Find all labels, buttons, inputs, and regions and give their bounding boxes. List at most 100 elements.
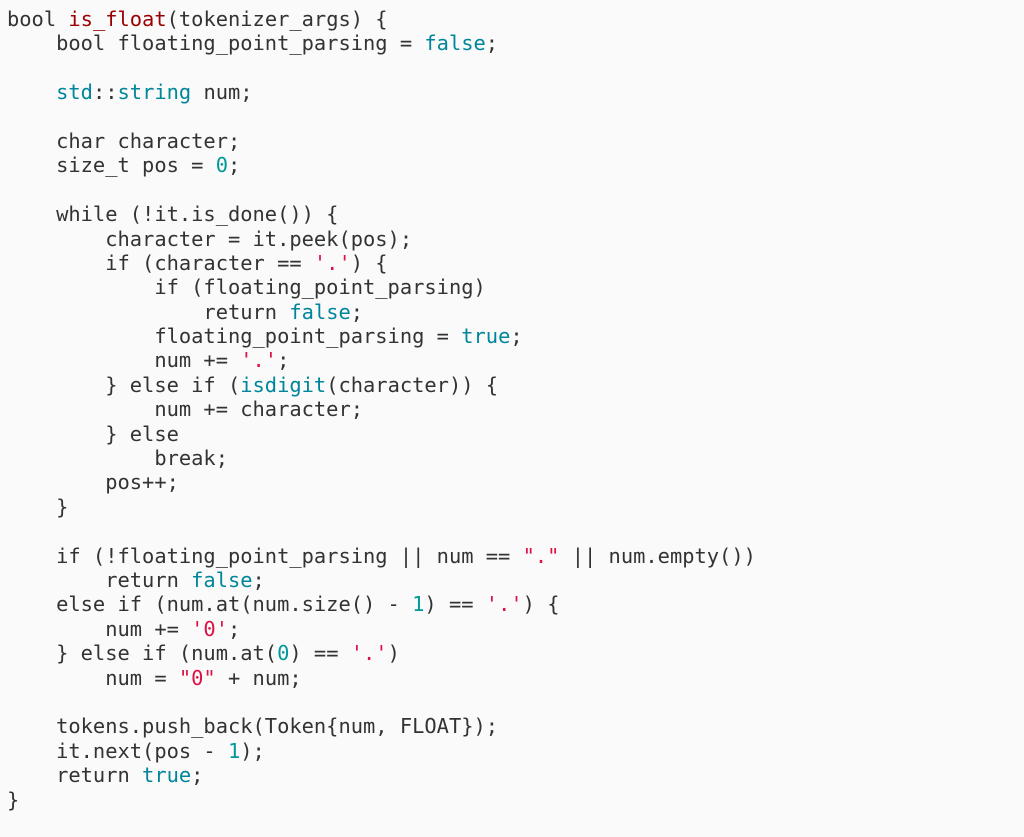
code-text-token: } else if ( [7, 372, 241, 397]
code-line: if (character == '.') { [7, 251, 756, 275]
keyword-token: false [191, 567, 253, 592]
code-line: char character; [7, 129, 756, 153]
number-literal-token: 1 [227, 738, 241, 763]
code-text-token: num = [7, 665, 179, 690]
code-line: tokens.push_back(Token{num, FLOAT}); [7, 714, 756, 738]
code-line: return false; [7, 568, 756, 592]
code-text-token: return [7, 567, 192, 592]
keyword-token: isdigit [240, 372, 327, 397]
code-line: floating_point_parsing = true; [7, 324, 756, 348]
code-line: if (floating_point_parsing) [7, 275, 756, 299]
code-text-token: :: [92, 80, 118, 105]
code-line [7, 105, 756, 129]
code-line: std::string num; [7, 80, 756, 104]
code-line [7, 56, 756, 80]
function-name-token: is_float [68, 7, 167, 31]
code-text-token: ) { [522, 592, 560, 617]
number-literal-token: 1 [412, 592, 425, 617]
code-line: num = "0" + num; [7, 666, 756, 690]
code-line: num += '.'; [7, 348, 756, 372]
code-text-token: return [7, 299, 290, 324]
code-text-token: } else if (num.at( [7, 641, 278, 666]
code-line: } [7, 788, 756, 812]
code-text-token: ) == [289, 641, 351, 666]
code-text-token: num += [7, 616, 192, 641]
keyword-token: std [56, 80, 93, 105]
code-text-token: num += character; [7, 397, 364, 422]
code-text-token: size_t pos = [7, 153, 216, 178]
code-text-token: ; [277, 348, 290, 373]
code-text-token: char character; [7, 128, 241, 153]
keyword-token: string [117, 80, 192, 105]
code-line: } [7, 495, 756, 519]
code-text-token: ; [228, 616, 241, 641]
code-line [7, 690, 756, 714]
string-literal-token: "." [522, 543, 560, 568]
code-text-token: (tokenizer_args) { [166, 7, 388, 31]
code-line: num += '0'; [7, 617, 756, 641]
code-text-token [7, 80, 56, 104]
code-text-token: bool [7, 7, 69, 31]
code-text-token: it.next(pos - [7, 738, 228, 763]
code-text-token: || num.empty()) [559, 543, 756, 568]
code-text-token: floating_point_parsing = [7, 324, 462, 349]
code-line: character = it.peek(pos); [7, 227, 756, 251]
code-text-token: num; [191, 80, 253, 105]
code-text-token: ; [485, 31, 499, 56]
string-literal-token: '0' [191, 616, 228, 641]
code-text-token: ; [227, 153, 241, 178]
code-line: while (!it.is_done()) { [7, 202, 756, 226]
code-text-token: ; [350, 299, 364, 324]
code-text-token: ) == [424, 592, 486, 617]
code-text-token: tokens.push_back(Token{num, FLOAT}); [7, 714, 499, 739]
code-line: break; [7, 446, 756, 470]
code-text-token: break; [7, 446, 228, 471]
code-text-token: ); [240, 738, 265, 763]
number-literal-token: 0 [277, 641, 290, 666]
code-line: bool floating_point_parsing = false; [7, 31, 756, 55]
code-line: return true; [7, 763, 756, 787]
code-text-token: } else [7, 421, 179, 446]
code-line: num += character; [7, 397, 756, 421]
code-text-token: return [7, 763, 143, 788]
code-line: if (!floating_point_parsing || num == ".… [7, 544, 756, 568]
code-text-token: ; [252, 567, 265, 592]
code-text-token: if (character == [7, 250, 314, 275]
code-line: } else [7, 422, 756, 446]
keyword-token: true [461, 324, 511, 349]
code-line: } else if (num.at(0) == '.') [7, 641, 756, 665]
code-text-token: num += [7, 348, 241, 373]
code-text-token: ; [510, 324, 523, 349]
code-text-token: ) { [350, 250, 388, 275]
string-literal-token: '.' [350, 641, 388, 666]
keyword-token: false [424, 31, 486, 56]
code-text-token: else if (num.at(num.size() - [7, 592, 413, 617]
string-literal-token: "0" [178, 665, 216, 690]
code-text-token: } [7, 787, 20, 812]
code-text-token: + num; [215, 665, 302, 690]
code-line: return false; [7, 300, 756, 324]
code-line: bool is_float(tokenizer_args) { [7, 7, 756, 31]
code-text-token: ; [191, 763, 204, 788]
code-text-token: while (!it.is_done()) { [7, 202, 339, 227]
code-line [7, 519, 756, 543]
code-text-token: if (!floating_point_parsing || num == [7, 543, 523, 568]
code-line: pos++; [7, 470, 756, 494]
code-text-token: pos++; [7, 470, 179, 495]
number-literal-token: 0 [215, 153, 228, 178]
string-literal-token: '.' [485, 592, 523, 617]
code-text-token: if (floating_point_parsing) [7, 275, 486, 300]
code-line: size_t pos = 0; [7, 153, 756, 177]
keyword-token: false [289, 299, 351, 324]
code-text-token: } [7, 494, 69, 519]
code-block: bool is_float(tokenizer_args) { bool flo… [7, 7, 756, 812]
code-text-token: ) [387, 641, 400, 666]
code-text-token: (character)) { [326, 372, 499, 397]
keyword-token: true [142, 763, 192, 788]
code-line [7, 178, 756, 202]
code-line: } else if (isdigit(character)) { [7, 373, 756, 397]
code-text-token: character = it.peek(pos); [7, 226, 413, 251]
string-literal-token: '.' [240, 348, 278, 373]
string-literal-token: '.' [313, 250, 351, 275]
code-line: else if (num.at(num.size() - 1) == '.') … [7, 592, 756, 616]
